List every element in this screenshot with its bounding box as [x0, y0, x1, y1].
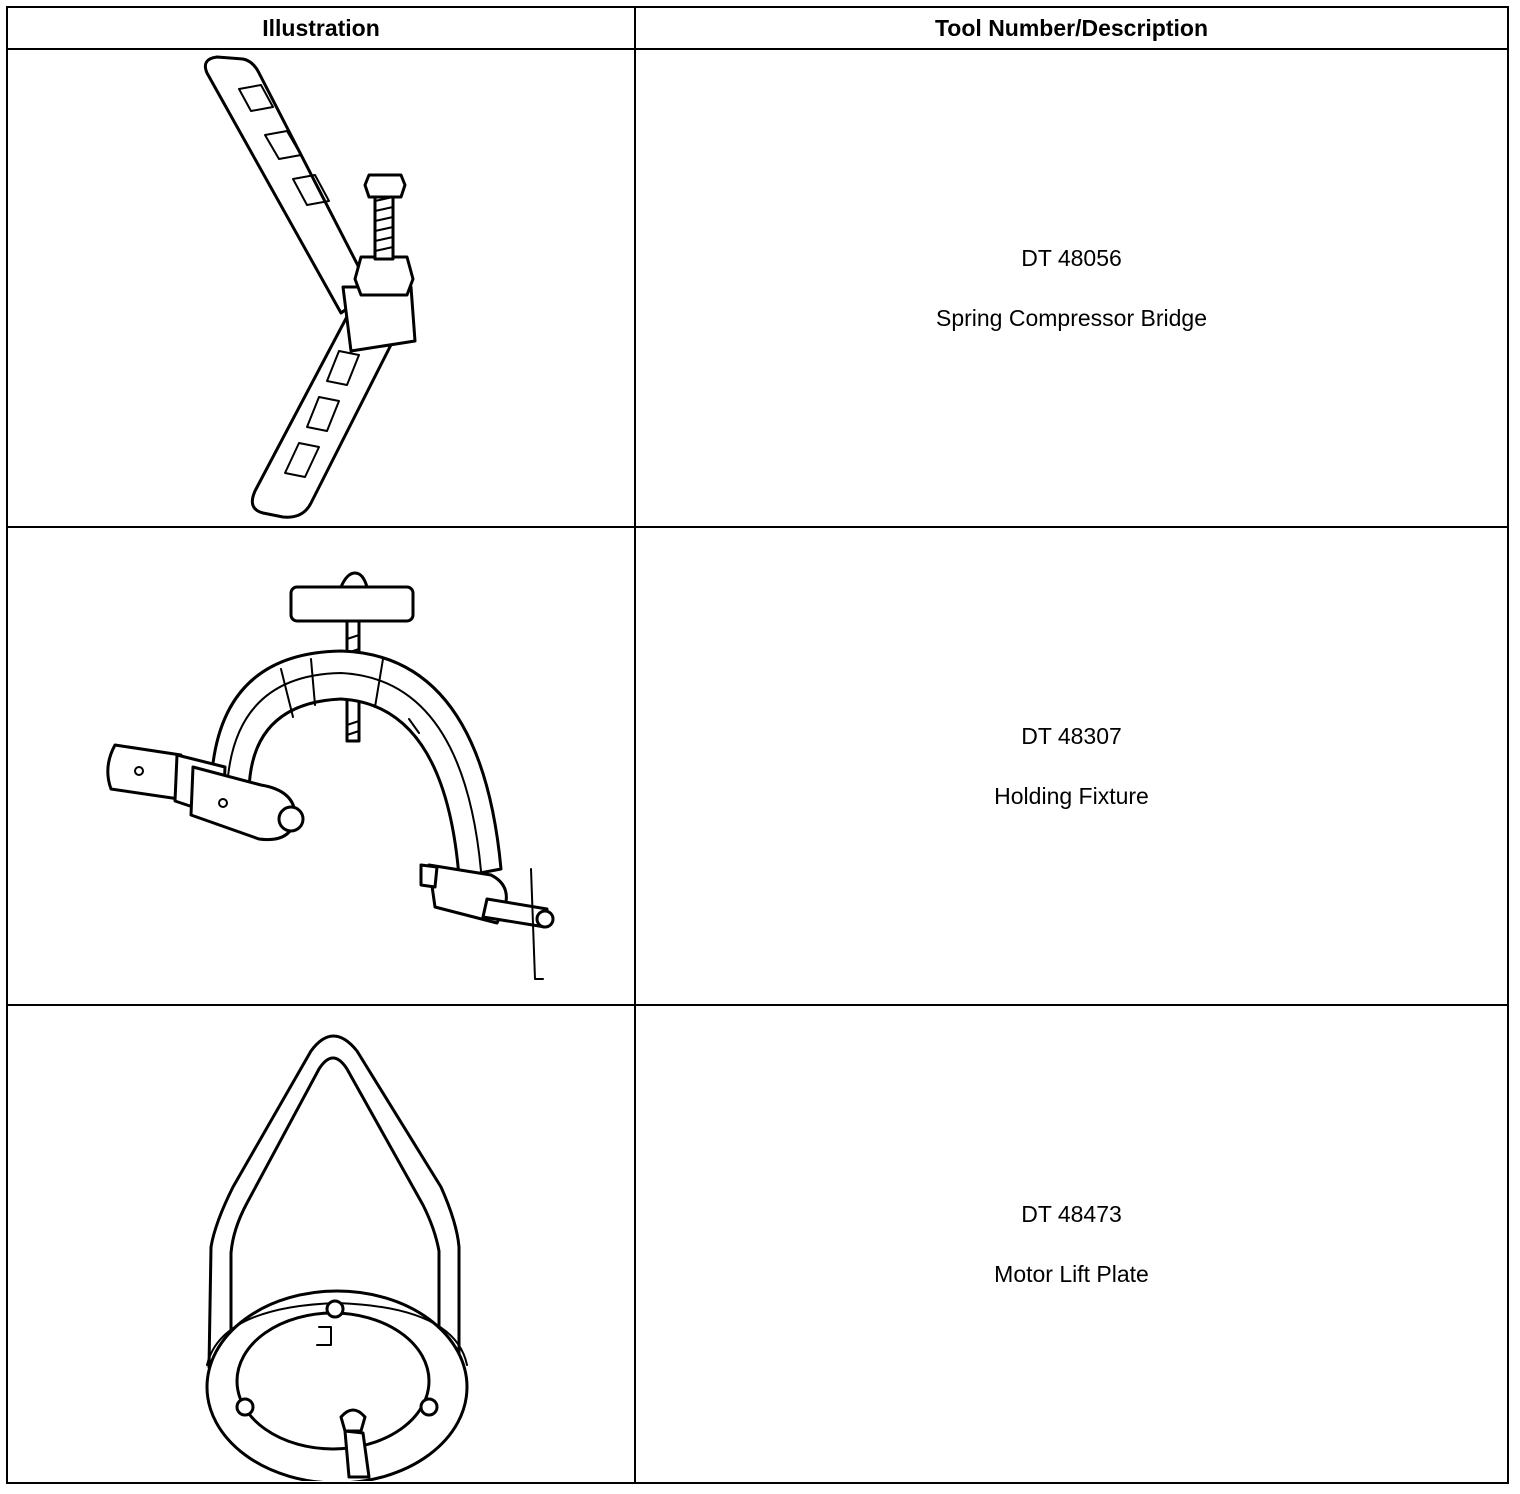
tool-number: DT 48307 — [1021, 722, 1122, 749]
illustration-cell — [6, 48, 636, 528]
table-row: DT 48307 Holding Fixture — [6, 526, 1509, 1006]
tool-info-cell: DT 48056 Spring Compressor Bridge — [634, 48, 1509, 528]
motor-lift-plate-icon — [205, 1034, 469, 1481]
table-row: DT 48056 Spring Compressor Bridge — [6, 48, 1509, 528]
tool-description: Holding Fixture — [994, 782, 1149, 809]
illustration-cell — [6, 1004, 636, 1484]
special-tools-table: Illustration Tool Number/Description — [6, 6, 1509, 1484]
table-row: DT 48473 Motor Lift Plate — [6, 1004, 1509, 1484]
tool-number: DT 48473 — [1021, 1200, 1122, 1227]
illustration-cell — [6, 526, 636, 1006]
tool-number: DT 48056 — [1021, 244, 1122, 271]
header-tool-number-description: Tool Number/Description — [634, 6, 1509, 50]
tool-info-cell: DT 48307 Holding Fixture — [634, 526, 1509, 1006]
tool-description: Spring Compressor Bridge — [935, 304, 1207, 331]
tool-description: Motor Lift Plate — [994, 1260, 1149, 1287]
holding-fixture-icon — [106, 571, 555, 980]
spring-compressor-bridge-icon — [203, 55, 417, 519]
tool-info-cell: DT 48473 Motor Lift Plate — [634, 1004, 1509, 1484]
header-illustration: Illustration — [6, 6, 636, 50]
table-header-row: Illustration Tool Number/Description — [6, 6, 1509, 50]
